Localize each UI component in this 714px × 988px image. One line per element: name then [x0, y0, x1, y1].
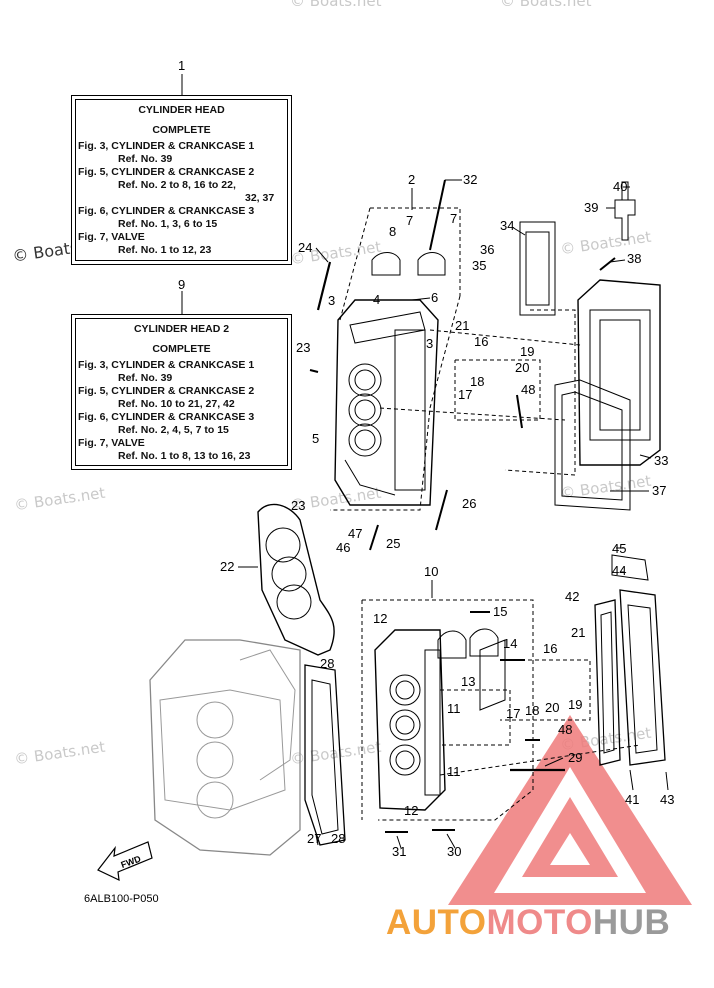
callout-number: 23: [296, 340, 310, 355]
callout-number: 18: [525, 703, 539, 718]
callout-number: 17: [458, 387, 472, 402]
callout-number: 47: [348, 526, 362, 541]
callout-number: 6: [431, 290, 438, 305]
callout-number: 5: [312, 431, 319, 446]
box-line: Fig. 6, CYLINDER & CRANKCASE 3: [78, 205, 255, 217]
box-line: Fig. 7, VALVE: [78, 437, 145, 449]
callout-number: 11: [447, 701, 461, 716]
callout-number: 12: [404, 803, 418, 818]
watermark: © Boats.net: [500, 0, 592, 10]
box-line: 32, 37: [245, 192, 275, 204]
fwd-arrow-icon: FWD: [97, 841, 153, 882]
callout-number: 31: [392, 844, 406, 859]
callout-number: 43: [660, 792, 674, 807]
callout-number: 22: [220, 559, 234, 574]
cylinder-head-2-info-box: CYLINDER HEAD 2 COMPLETE Fig. 3, CYLINDE…: [71, 314, 292, 470]
callout-number: 7: [406, 213, 413, 228]
callout-number: 44: [612, 563, 626, 578]
callout-number: 35: [472, 258, 486, 273]
callout-number: 20: [515, 360, 529, 375]
box-line: Fig. 3, CYLINDER & CRANKCASE 1: [78, 359, 255, 371]
box-title: CYLINDER HEAD: [138, 104, 225, 116]
callout-number: 3: [328, 293, 335, 308]
watermark: © Boats.net: [290, 0, 382, 10]
callout-number: 4: [373, 292, 380, 307]
callout-number: 8: [389, 224, 396, 239]
box-subtitle: COMPLETE: [152, 124, 211, 136]
box-subtitle: COMPLETE: [152, 343, 211, 355]
callout-number: 16: [543, 641, 557, 656]
box-line: Fig. 5, CYLINDER & CRANKCASE 2: [78, 166, 255, 178]
callout-number: 38: [627, 251, 641, 266]
callout-number: 37: [652, 483, 666, 498]
callout-number: 39: [584, 200, 598, 215]
logo-text-moto: MOTO: [486, 903, 593, 942]
callout-number: 17: [506, 706, 520, 721]
callout-number: 16: [474, 334, 488, 349]
callout-number: 19: [520, 344, 534, 359]
cylinder-head-info-box: CYLINDER HEAD COMPLETE Fig. 3, CYLINDER …: [71, 95, 292, 265]
callout-number: 32: [463, 172, 477, 187]
callout-number: 15: [493, 604, 507, 619]
callout-number: 12: [373, 611, 387, 626]
callout-number: 29: [568, 750, 582, 765]
callout-number: 1: [178, 58, 185, 73]
box-line: Fig. 5, CYLINDER & CRANKCASE 2: [78, 385, 255, 397]
box-title: CYLINDER HEAD 2: [133, 323, 230, 335]
callout-number: 19: [568, 697, 582, 712]
callout-number: 36: [480, 242, 494, 257]
logo-triangle-icon: [448, 715, 692, 905]
callout-number: 3: [426, 336, 433, 351]
callout-number: 48: [558, 722, 572, 737]
callout-number: 25: [386, 536, 400, 551]
logo-text-hub: HUB: [592, 903, 671, 942]
box-line: Fig. 6, CYLINDER & CRANKCASE 3: [78, 411, 255, 423]
box-line: Ref. No. 39: [118, 153, 173, 165]
automotohub-logo: AUTOMOTOHUB: [386, 903, 670, 943]
callout-number: 48: [521, 382, 535, 397]
callout-number: 2: [408, 172, 415, 187]
box-line: Fig. 3, CYLINDER & CRANKCASE 1: [78, 140, 255, 152]
callout-number: 20: [545, 700, 559, 715]
box-line: Ref. No. 10 to 21, 27, 42: [118, 398, 235, 410]
box-line: Ref. No. 2 to 8, 16 to 22,: [118, 179, 236, 191]
callout-number: 7: [450, 211, 457, 226]
callout-number: 21: [571, 625, 585, 640]
callout-number: 9: [178, 277, 185, 292]
callout-number: 26: [462, 496, 476, 511]
callout-number: 34: [500, 218, 514, 233]
box-line: Ref. No. 1, 3, 6 to 15: [118, 218, 218, 230]
diagram-code: 6ALB100-P050: [84, 893, 159, 905]
callout-number: 40: [613, 179, 627, 194]
callout-number: 10: [424, 564, 438, 579]
callout-number: 28: [320, 656, 334, 671]
box-line: Ref. No. 1 to 8, 13 to 16, 23: [118, 450, 251, 462]
callout-number: 13: [461, 674, 475, 689]
callout-number: 41: [625, 792, 639, 807]
logo-text-auto: AUTO: [386, 903, 487, 942]
box-line: Fig. 7, VALVE: [78, 231, 145, 243]
callout-number: 28: [331, 831, 345, 846]
callout-number: 46: [336, 540, 350, 555]
callout-number: 24: [298, 240, 312, 255]
box-line: Ref. No. 2, 4, 5, 7 to 15: [118, 424, 229, 436]
callout-number: 27: [307, 831, 321, 846]
callout-number: 14: [503, 636, 517, 651]
callout-number: 18: [470, 374, 484, 389]
box-line: Ref. No. 1 to 12, 23: [118, 244, 212, 256]
callout-number: 23: [291, 498, 305, 513]
callout-number: 45: [612, 541, 626, 556]
callout-number: 21: [455, 318, 469, 333]
callout-number: 30: [447, 844, 461, 859]
callout-number: 11: [447, 764, 461, 779]
callout-number: 33: [654, 453, 668, 468]
box-line: Ref. No. 39: [118, 372, 173, 384]
callout-number: 42: [565, 589, 579, 604]
